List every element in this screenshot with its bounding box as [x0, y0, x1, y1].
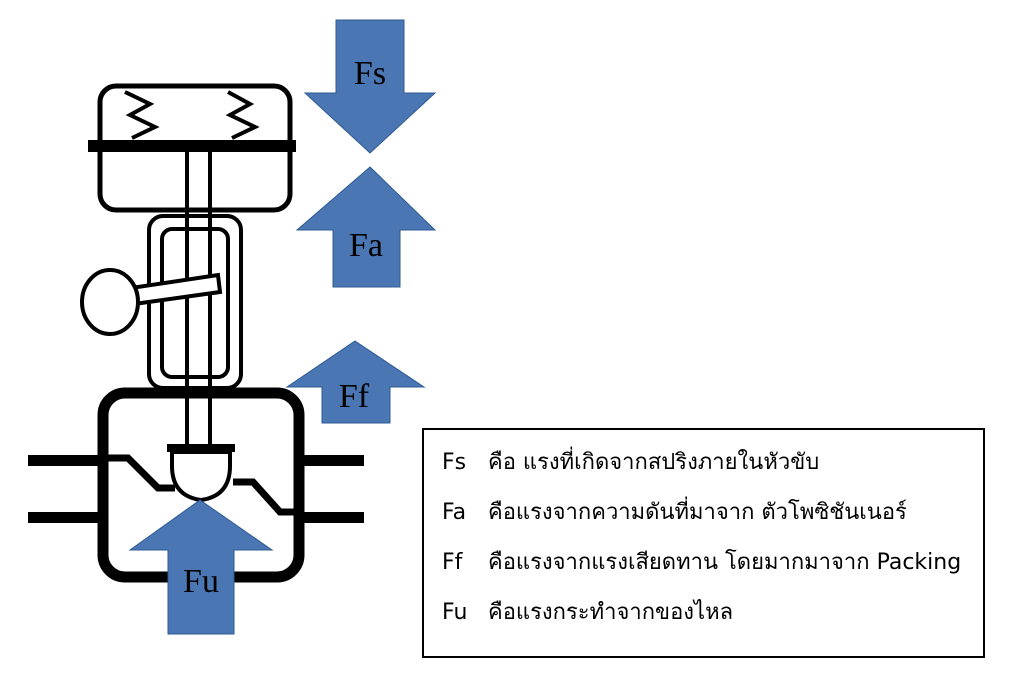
- spring-right-icon: [225, 90, 260, 140]
- plug-top: [167, 444, 235, 452]
- ff-arrow-icon: [285, 340, 426, 424]
- valve-stem: [185, 152, 212, 448]
- legend-text: คือแรงจากความดันที่มาจาก ตัวโพซิชันเนอร์: [488, 500, 907, 525]
- valve-plug: [170, 450, 232, 503]
- arrow-ff: Ff: [285, 340, 426, 424]
- legend-item-fu: Fu คือแรงกระทำจากของไหล: [442, 598, 983, 648]
- arrow-fu: Fu: [128, 499, 274, 635]
- ff-arrow-label: Ff: [339, 378, 370, 415]
- seat-right: [233, 478, 299, 516]
- fs-arrow-label: Fs: [354, 55, 386, 92]
- legend-item-fa: Fa คือแรงจากความดันที่มาจาก ตัวโพซิชันเนอ…: [442, 498, 983, 548]
- arrow-fa: Fa: [295, 166, 437, 288]
- fa-arrow-label: Fa: [349, 227, 383, 264]
- pipe-left-top: [28, 455, 103, 466]
- handwheel-knob-icon: [80, 268, 140, 336]
- legend-key: Ff: [442, 550, 463, 575]
- pipe-left-bottom: [28, 512, 103, 523]
- seat-left: [103, 454, 175, 492]
- yoke-inner: [160, 227, 230, 379]
- fu-arrow-icon: [128, 499, 274, 635]
- legend-key: Fs: [442, 450, 467, 475]
- legend-box: Fs คือ แรงที่เกิดจากสปริงภายในหัวขับ Fa คื…: [422, 428, 985, 658]
- handwheel: [80, 268, 223, 336]
- diaphragm-plate: [88, 140, 296, 152]
- fs-arrow-icon: [303, 19, 437, 154]
- legend-item-ff: Ff คือแรงจากแรงเสียดทาน โดยมากมาจาก Packi…: [442, 548, 983, 598]
- legend-text: คือแรงกระทำจากของไหล: [488, 600, 734, 625]
- pipe-right-top: [299, 455, 364, 466]
- fa-arrow-icon: [295, 166, 437, 288]
- legend-key: Fa: [442, 500, 467, 525]
- legend-text: คือแรงจากแรงเสียดทาน โดยมากมาจาก Packing: [488, 550, 962, 575]
- pipe-right-bottom: [299, 512, 364, 523]
- actuator: [88, 83, 296, 213]
- spring-left-icon: [124, 90, 160, 140]
- fu-arrow-label: Fu: [183, 563, 219, 600]
- legend-item-fs: Fs คือ แรงที่เกิดจากสปริงภายในหัวขับ: [442, 448, 983, 498]
- arrow-fs: Fs: [303, 19, 437, 154]
- legend-text: คือ แรงที่เกิดจากสปริงภายในหัวขับ: [488, 450, 820, 475]
- valve-body: [28, 387, 364, 583]
- legend-key: Fu: [442, 600, 468, 625]
